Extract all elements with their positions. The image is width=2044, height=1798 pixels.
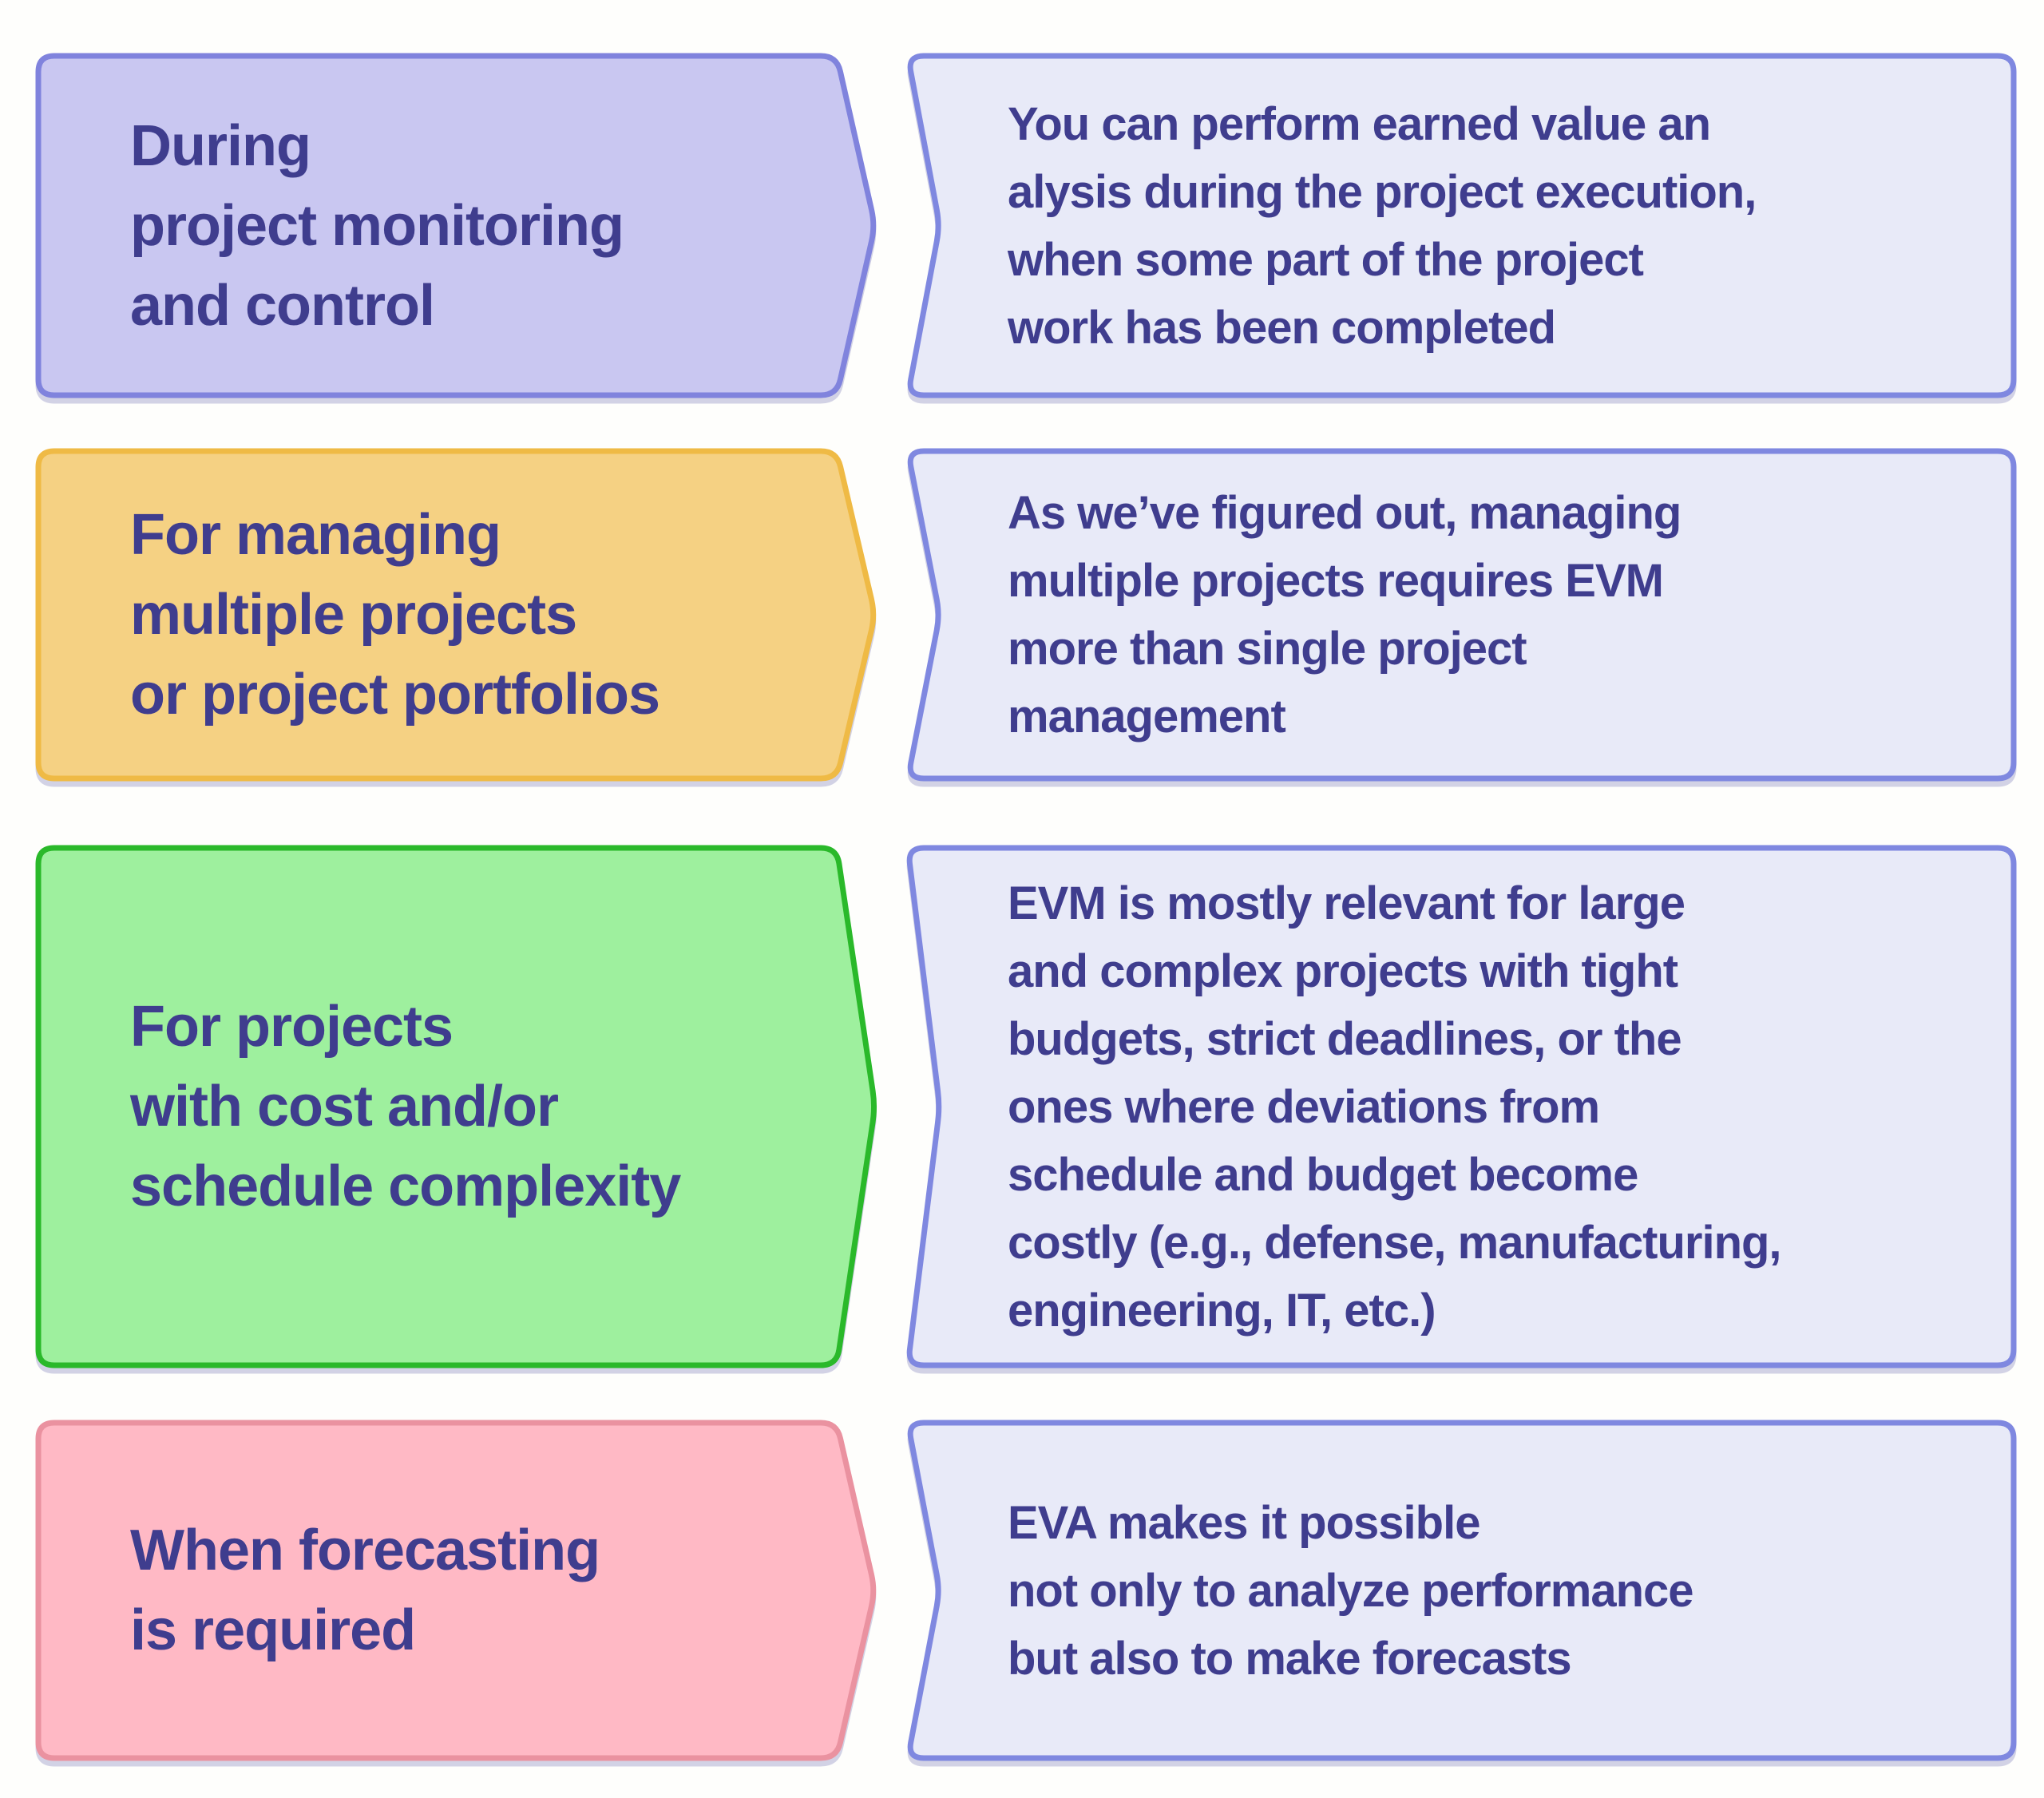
description-text: EVA makes it possible not only to analyz…	[1008, 1496, 1694, 1685]
label-arrow-shape	[35, 1420, 877, 1761]
description-flag-shape	[907, 1420, 2017, 1761]
label-box-forecasting: When forecasting is required	[35, 1420, 877, 1761]
label-text: When forecasting is required	[130, 1519, 600, 1662]
row-forecasting: When forecasting is required EVA makes i…	[0, 1420, 2044, 1761]
description-text-wrap: EVA makes it possible not only to analyz…	[908, 1423, 2014, 1758]
description-flag-shape	[907, 448, 2017, 782]
label-box-cost-schedule-complexity: For projects with cost and/or schedule c…	[35, 845, 877, 1368]
row-project-monitoring: During project monitoring and control Yo…	[0, 53, 2044, 398]
description-box-forecasting: EVA makes it possible not only to analyz…	[907, 1420, 2017, 1761]
label-text: For managing multiple projects or projec…	[130, 503, 660, 727]
label-arrow-shape	[35, 845, 877, 1368]
label-text-wrap: During project monitoring and control	[38, 56, 875, 395]
description-text: EVM is mostly relevant for large and com…	[1008, 877, 1782, 1337]
description-flag-shape	[906, 845, 2017, 1368]
label-arrow-shape	[35, 448, 877, 782]
description-box-cost-schedule-complexity: EVM is mostly relevant for large and com…	[906, 845, 2017, 1368]
description-flag-shape	[907, 53, 2017, 398]
label-text-wrap: For managing multiple projects or projec…	[38, 451, 875, 778]
description-text: You can perform earned value an alysis d…	[1008, 97, 1757, 354]
label-text: For projects with cost and/or schedule c…	[130, 995, 681, 1218]
row-cost-schedule-complexity: For projects with cost and/or schedule c…	[0, 845, 2044, 1368]
label-box-project-monitoring: During project monitoring and control	[35, 53, 877, 398]
description-text: As we’ve figured out, managing multiple …	[1008, 487, 1682, 743]
label-box-multiple-projects: For managing multiple projects or projec…	[35, 448, 877, 782]
description-box-multiple-projects: As we’ve figured out, managing multiple …	[907, 448, 2017, 782]
description-text-wrap: EVM is mostly relevant for large and com…	[908, 848, 2014, 1365]
label-text-wrap: When forecasting is required	[38, 1423, 875, 1758]
description-box-project-monitoring: You can perform earned value an alysis d…	[907, 53, 2017, 398]
description-text-wrap: You can perform earned value an alysis d…	[908, 56, 2014, 395]
description-text-wrap: As we’ve figured out, managing multiple …	[908, 451, 2014, 778]
label-arrow-shape	[35, 53, 877, 398]
label-text: During project monitoring and control	[130, 113, 624, 338]
row-multiple-projects: For managing multiple projects or projec…	[0, 448, 2044, 782]
label-text-wrap: For projects with cost and/or schedule c…	[38, 848, 875, 1365]
